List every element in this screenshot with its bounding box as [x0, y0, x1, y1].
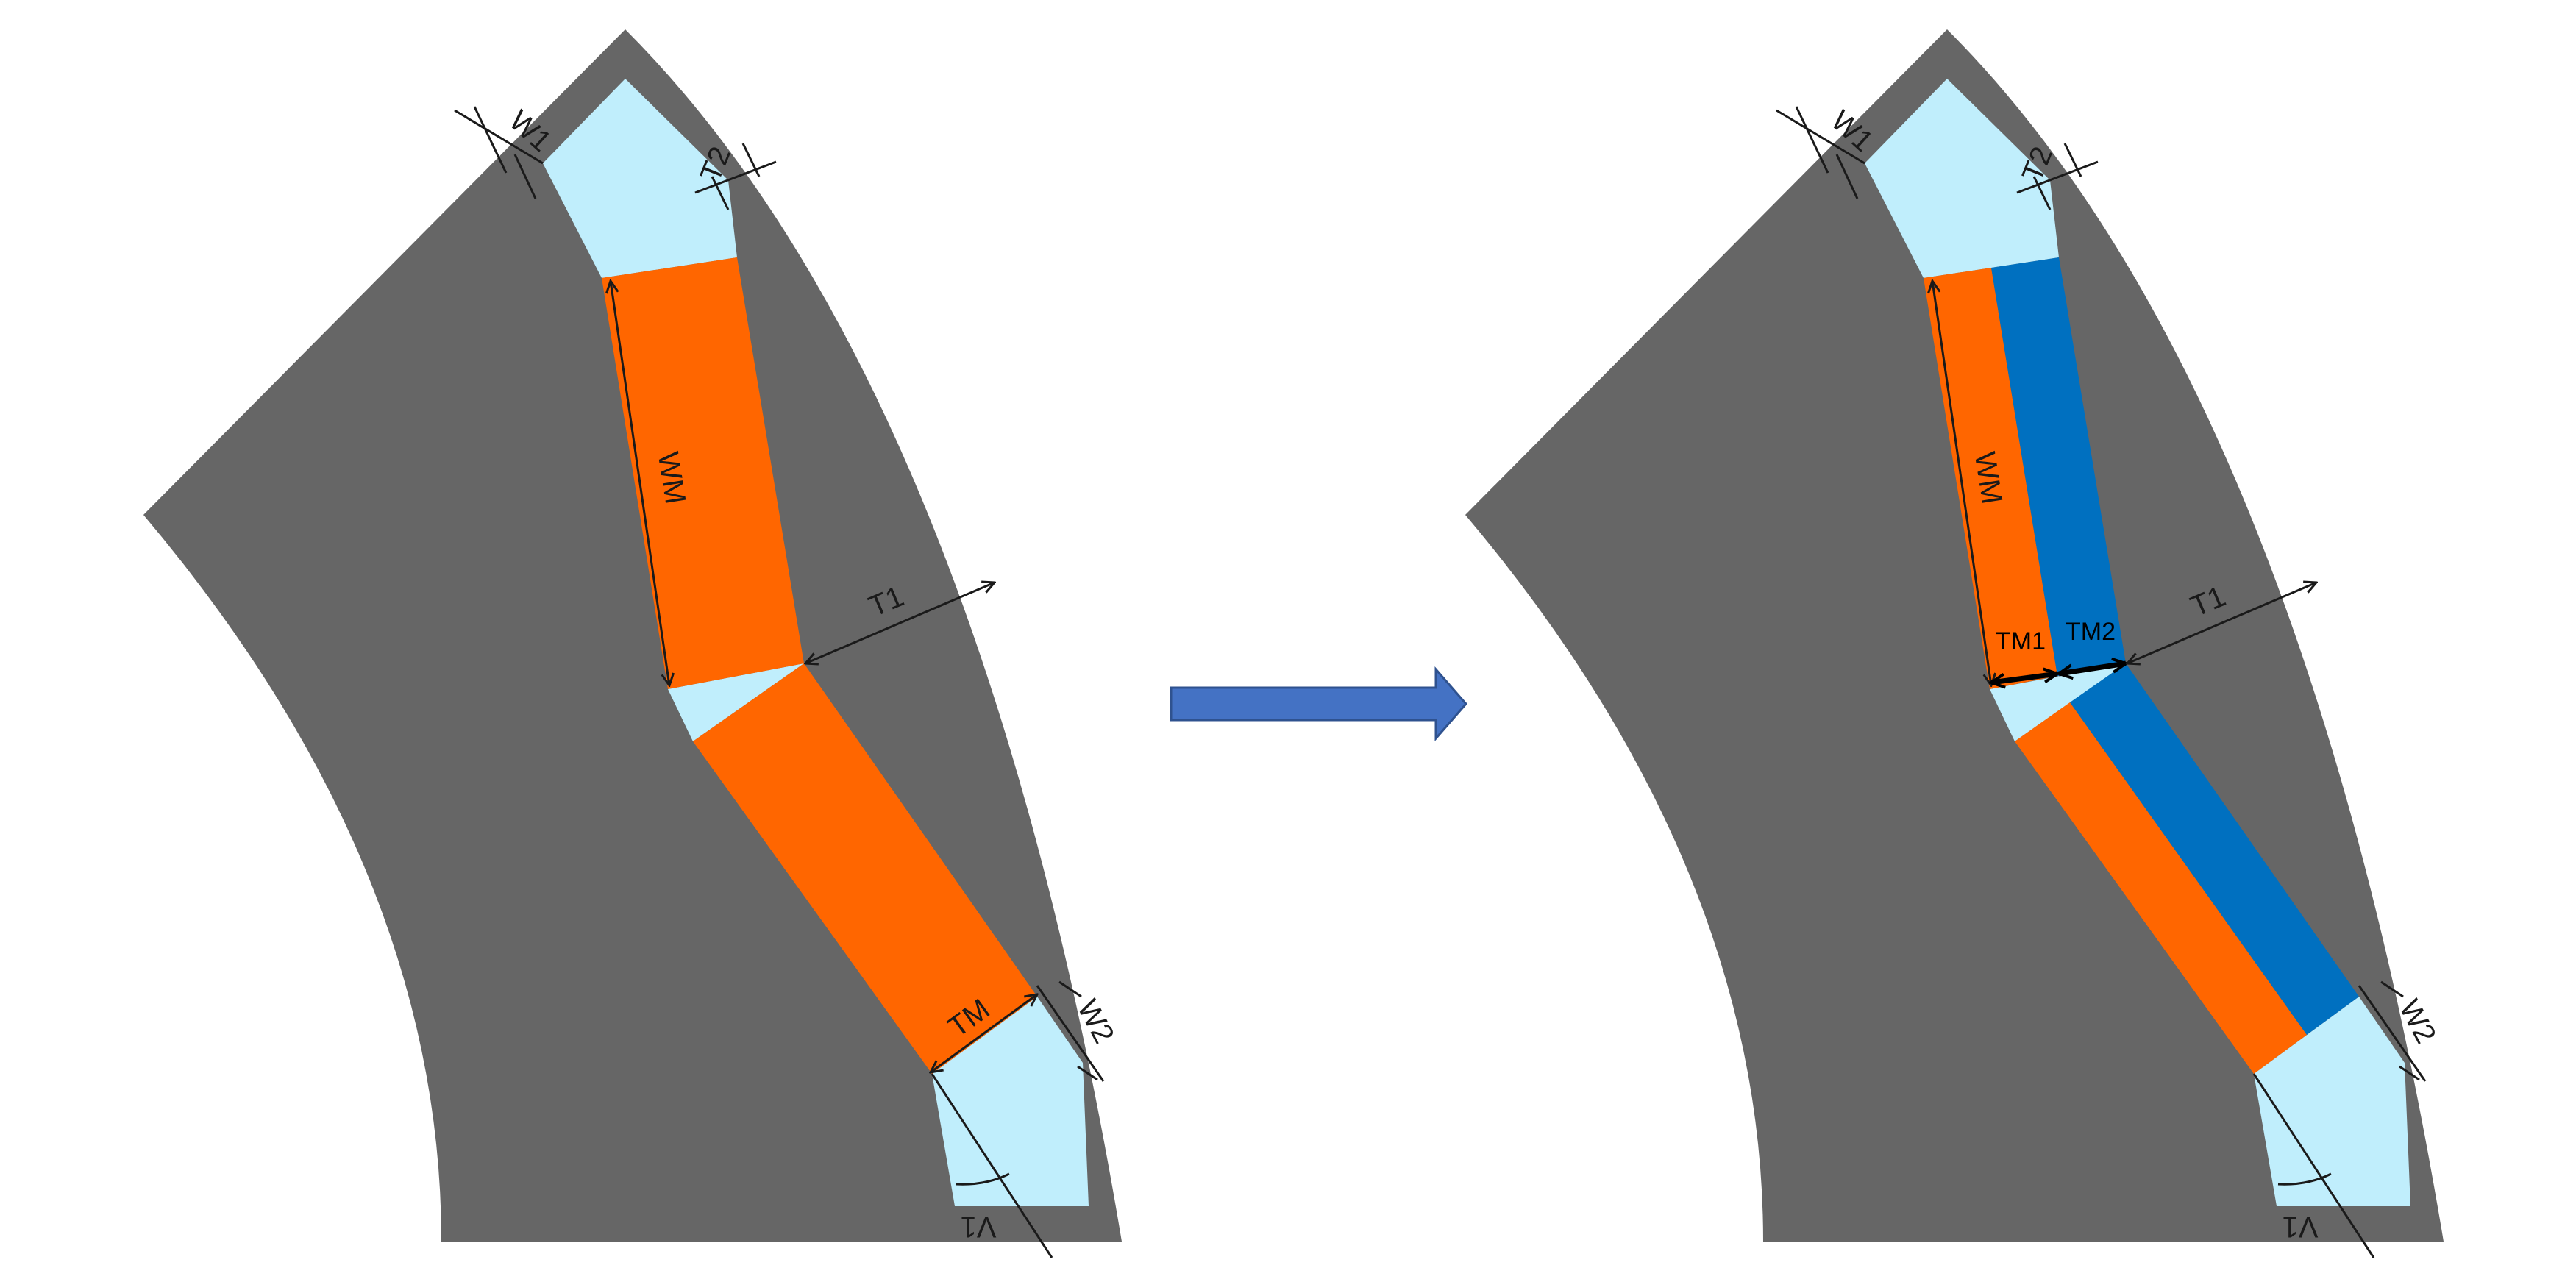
right-v1-reference-line	[2252, 1073, 2375, 1258]
right-tm1-label: TM1	[1996, 627, 2046, 655]
left-t1-dimension-line	[805, 583, 995, 663]
left-v1-label: V1	[961, 1211, 997, 1243]
left-v1-reference-line	[931, 1073, 1053, 1258]
right-t2-tick	[2063, 143, 2082, 177]
left-t2-dimension-line	[694, 160, 777, 194]
right-v1-arc	[2277, 1172, 2332, 1186]
left-t2-tick	[741, 143, 761, 177]
right-wm-label: WM	[1968, 449, 2009, 506]
right-tm2-dimension-line	[2059, 663, 2126, 674]
right-lower-magnet-inner	[2015, 702, 2307, 1074]
left-w2-tick	[1058, 980, 1082, 998]
right-w1-tick	[1835, 154, 1859, 199]
right-rotor-diagram: WM TM1 TM2 T1 W1 T2 W2 V1	[1465, 29, 2444, 1258]
right-tm1-dimension-line	[1991, 674, 2057, 683]
right-lower-magnet-outer	[2070, 663, 2359, 1035]
left-t2-tick	[711, 176, 730, 210]
left-upper-pocket	[543, 79, 737, 278]
right-arrow-icon	[1170, 666, 1467, 742]
left-w1-tick	[513, 154, 537, 199]
right-upper-magnet-outer	[1991, 257, 2126, 676]
left-w1-dimension-line	[454, 109, 544, 165]
right-w1-tick	[1795, 106, 1829, 174]
right-t2-dimension-line	[2016, 160, 2099, 194]
left-w2-dimension-line	[1036, 985, 1105, 1082]
right-lower-pocket	[2254, 997, 2410, 1206]
left-tm-dimension-line	[931, 994, 1037, 1072]
right-w2-tick	[2380, 980, 2404, 998]
right-t2-tick	[2032, 176, 2052, 210]
left-wm-label: WM	[652, 449, 692, 506]
right-wm-dimension-line	[1932, 281, 1991, 685]
left-lower-magnet	[693, 663, 1037, 1074]
left-v1-arc	[956, 1172, 1010, 1186]
right-w2-tick	[2399, 1065, 2420, 1081]
left-w2-tick	[1077, 1065, 1098, 1081]
right-upper-pocket	[1865, 79, 2059, 278]
right-tm2-label: TM2	[2066, 618, 2116, 646]
left-w1-tick	[473, 106, 508, 174]
left-rotor-diagram: WM T1 TM W1 T2 W2 V1	[143, 29, 1122, 1258]
left-middle-pocket	[668, 663, 804, 741]
right-w2-dimension-line	[2358, 985, 2427, 1082]
right-w1-dimension-line	[1776, 109, 1865, 165]
right-v1-label: V1	[2283, 1211, 2319, 1243]
left-wm-dimension-line	[611, 281, 669, 685]
right-t1-dimension-line	[2127, 583, 2316, 663]
